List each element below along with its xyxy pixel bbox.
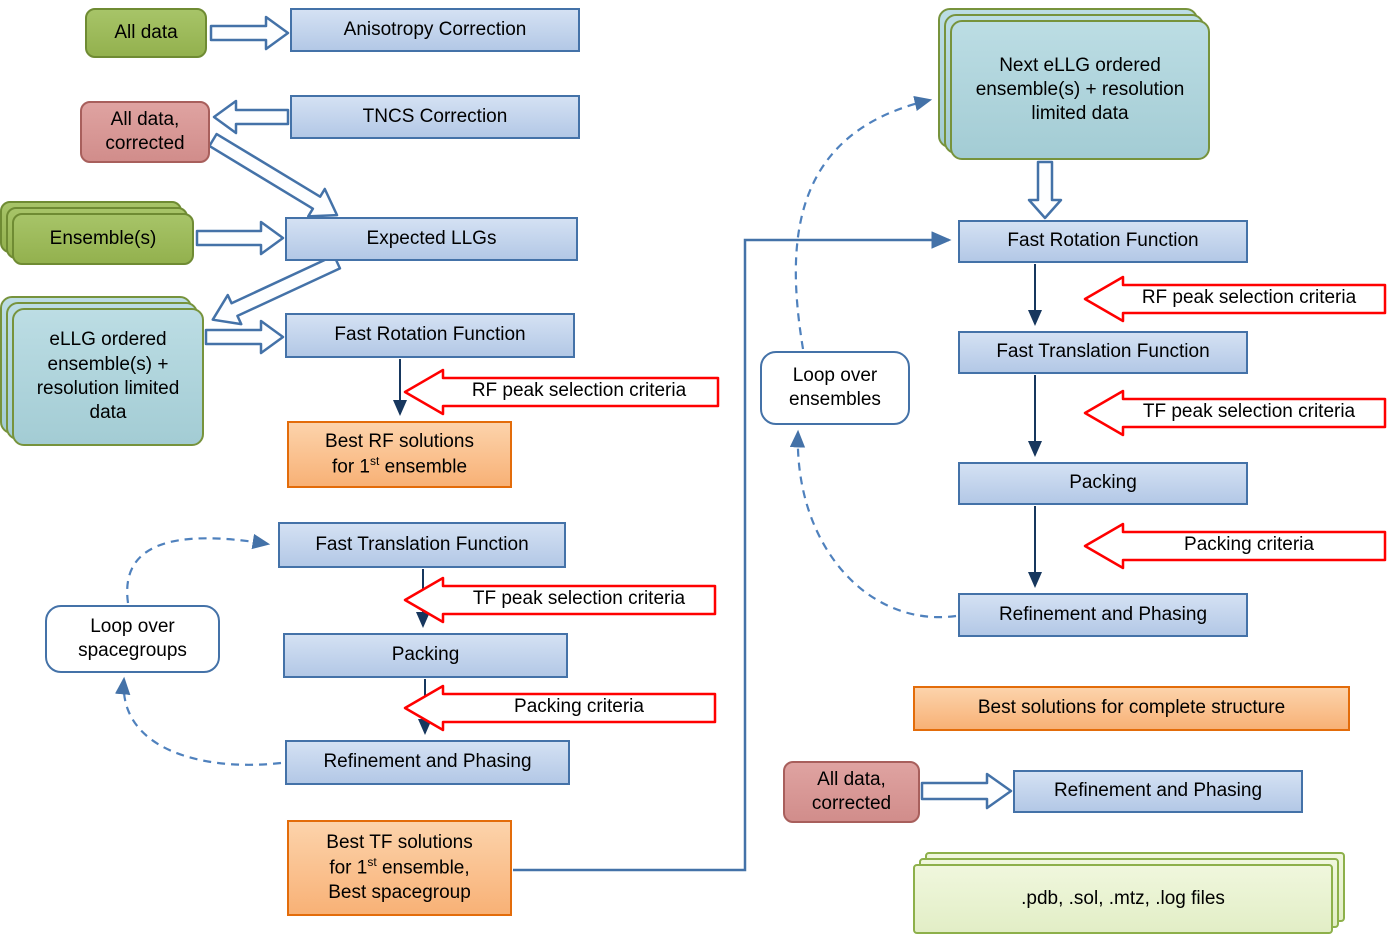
node-next-ellg-ensembles: Next eLLG ordered ensemble(s) + resoluti…	[950, 20, 1210, 160]
best-rf-line2-post: ensemble	[379, 456, 468, 478]
arrow-tf-criteria-left	[403, 576, 717, 624]
arrow-all-data-corrected-to-expected-llgs	[208, 132, 339, 218]
arrow-tf-criteria-right	[1083, 389, 1387, 437]
arc-refinement2-to-loop-ensembles	[789, 429, 957, 619]
node-loop-over-spacegroups: Loop over spacegroups	[45, 605, 220, 673]
node-fast-rotation-label: Fast Rotation Function	[334, 324, 526, 346]
best-rf-superscript: st	[370, 453, 380, 468]
node-output-files: .pdb, .sol, .mtz, .log files	[913, 864, 1333, 934]
arrow-expected-llgs-to-ellg-ensembles	[211, 254, 342, 326]
arrow-packing-criteria-right	[1083, 522, 1387, 570]
node-anisotropy-correction: Anisotropy Correction	[290, 8, 580, 52]
loop-ensembles-label: Loop over ensembles	[789, 364, 881, 410]
node-ensembles-label: Ensemble(s)	[49, 227, 157, 249]
node-ensembles: Ensemble(s)	[12, 213, 194, 265]
node-output-files-label: .pdb, .sol, .mtz, .log files	[1021, 887, 1225, 909]
rf-criteria-label-left: RF peak selection criteria	[471, 380, 687, 401]
node-fast-translation-function: Fast Translation Function	[278, 522, 566, 568]
node-loop-over-ensembles: Loop over ensembles	[760, 351, 910, 425]
arc-refinement-to-loop-spacegroups	[115, 676, 282, 766]
node-packing-2: Packing	[958, 462, 1248, 505]
node-next-ellg-label: Next eLLG ordered ensemble(s) + resoluti…	[975, 54, 1185, 125]
node-refinement-label: Refinement and Phasing	[323, 751, 532, 773]
node-ellg-ordered-ensembles: eLLG ordered ensemble(s) + resolution li…	[12, 308, 204, 446]
node-all-data: All data	[85, 8, 207, 58]
node-packing: Packing	[283, 633, 568, 678]
loop-spacegroups-label: Loop over spacegroups	[78, 615, 187, 661]
packing-criteria-label-left: Packing criteria	[514, 696, 644, 717]
node-fast-rotation-function-2: Fast Rotation Function	[958, 220, 1248, 263]
best-tf-line2-post: ensemble,	[376, 857, 470, 879]
node-refinement-and-phasing-2: Refinement and Phasing	[958, 593, 1248, 637]
node-best-tf-label: Best TF solutions for 1st ensemble, Best…	[297, 831, 502, 905]
arrow-tncs-to-all-data-corrected	[212, 99, 290, 135]
node-fast-rotation-function: Fast Rotation Function	[285, 313, 575, 358]
node-fast-translation-2-label: Fast Translation Function	[996, 341, 1210, 363]
connector-best-tf-to-frf2	[513, 231, 952, 872]
rf-criteria-label-right: RF peak selection criteria	[1141, 287, 1357, 308]
arrow-all-data-to-anisotropy	[209, 15, 290, 51]
node-refinement-and-phasing-final: Refinement and Phasing	[1013, 770, 1303, 813]
arrow-next-ellg-to-frf2	[1027, 160, 1063, 220]
node-packing-label: Packing	[391, 644, 460, 666]
best-tf-superscript: st	[367, 855, 377, 870]
node-refinement-and-phasing: Refinement and Phasing	[285, 740, 570, 785]
node-all-data-label: All data	[114, 21, 178, 43]
node-expected-llgs-label: Expected LLGs	[366, 227, 497, 249]
node-best-solutions-complete-structure: Best solutions for complete structure	[913, 686, 1350, 731]
node-fast-rotation-2-label: Fast Rotation Function	[1007, 230, 1199, 252]
node-anisotropy-label: Anisotropy Correction	[343, 18, 527, 40]
node-best-solutions-label: Best solutions for complete structure	[977, 697, 1286, 719]
tf-criteria-label-left: TF peak selection criteria	[472, 588, 686, 609]
packing-criteria-label-right: Packing criteria	[1184, 534, 1314, 555]
node-best-tf-solutions: Best TF solutions for 1st ensemble, Best…	[287, 820, 512, 916]
node-fast-translation-function-2: Fast Translation Function	[958, 331, 1248, 374]
arc-loop-spacegroups-to-ftf	[126, 533, 271, 604]
node-refinement-2-label: Refinement and Phasing	[998, 603, 1208, 625]
node-ellg-ensembles-label: eLLG ordered ensemble(s) + resolution li…	[36, 329, 180, 424]
arc-loop-ensembles-to-next-ellg	[794, 95, 933, 350]
arrow-rf-criteria-left	[403, 368, 720, 416]
node-tncs-correction: TNCS Correction	[290, 95, 580, 139]
node-all-data-corrected: All data, corrected	[80, 101, 210, 163]
tf-criteria-label-right: TF peak selection criteria	[1142, 401, 1356, 422]
best-tf-line2-pre: for 1	[329, 857, 368, 879]
best-tf-line1: Best TF solutions	[326, 831, 473, 853]
block-arrows	[195, 15, 1063, 810]
arrow-rf-criteria-right	[1083, 275, 1387, 323]
node-best-rf-solutions: Best RF solutions for 1st ensemble	[287, 421, 512, 488]
arrow-ensembles-to-expected-llgs	[195, 220, 285, 256]
best-tf-line3: Best spacegroup	[328, 881, 471, 903]
node-all-data-corrected-2-label: All data, corrected	[811, 768, 892, 814]
node-packing-2-label: Packing	[1069, 472, 1137, 494]
best-rf-line1: Best RF solutions	[325, 430, 474, 452]
arrow-ellg-to-fast-rotation	[204, 319, 285, 355]
node-best-rf-label: Best RF solutions for 1st ensemble	[297, 430, 502, 480]
node-tncs-label: TNCS Correction	[362, 105, 508, 127]
arrow-packing-criteria-left	[403, 684, 717, 732]
loop-arcs	[115, 95, 957, 766]
node-expected-llgs: Expected LLGs	[285, 217, 578, 261]
best-rf-line2-pre: for 1	[331, 456, 370, 478]
node-fast-translation-label: Fast Translation Function	[315, 533, 529, 555]
criteria-arrows	[403, 275, 1387, 732]
node-refinement-final-label: Refinement and Phasing	[1053, 780, 1263, 802]
node-all-data-corrected-label: All data, corrected	[105, 108, 185, 154]
arrow-all-data-corrected2-to-final-refinement	[920, 772, 1013, 810]
node-all-data-corrected-2: All data, corrected	[783, 761, 920, 823]
